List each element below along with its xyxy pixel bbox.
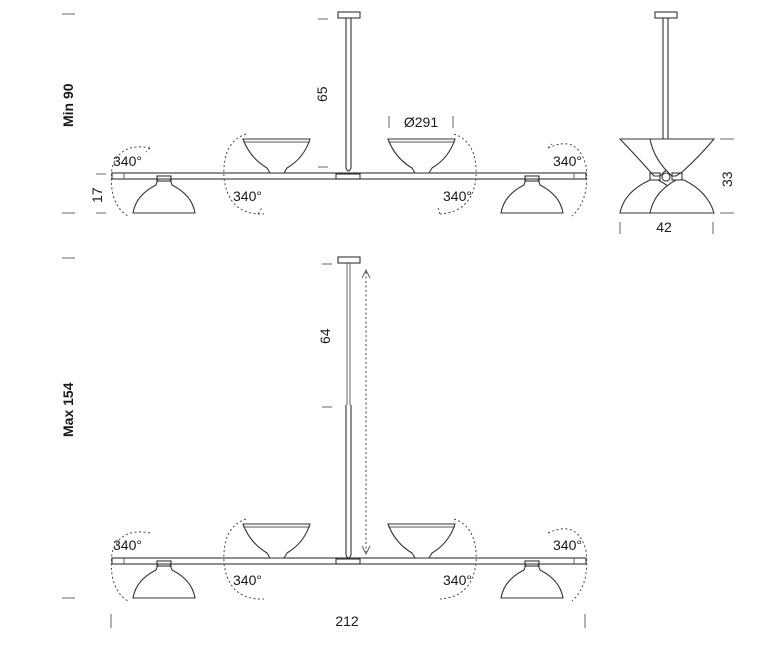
max-height-label: Max 154 — [60, 382, 76, 437]
rotation-label: 340° — [553, 537, 582, 553]
rotation-label: 340° — [233, 572, 262, 588]
rotation-arc-icon — [223, 518, 259, 600]
side-view: 33 42 — [618, 11, 735, 235]
rotation-arc-icon — [110, 146, 151, 217]
stem-max-dimension: 64 — [317, 328, 333, 344]
arm-height-dimension: 17 — [89, 187, 105, 203]
stem-min-dimension: 65 — [314, 86, 330, 102]
rotation-arc-icon — [223, 133, 259, 215]
rotation-arc-icon — [439, 518, 477, 600]
rotation-label: 340° — [113, 153, 142, 169]
side-width-dimension: 42 — [656, 219, 672, 235]
rotation-label: 340° — [443, 188, 472, 204]
total-width-dimension: 212 — [335, 613, 359, 629]
rotation-arc-icon — [547, 528, 588, 602]
rotation-label: 340° — [233, 188, 262, 204]
min-height-label: Min 90 — [60, 83, 76, 127]
left-dimension-ticks — [62, 13, 75, 599]
shade-diameter-dimension: Ø291 — [404, 114, 438, 130]
rotation-arc-icon — [547, 143, 588, 217]
rotation-arc-icon — [110, 531, 151, 602]
rotation-arc-icon — [439, 133, 477, 215]
front-view-min: 65 Ø291 17 340° 340° 34 — [89, 11, 588, 217]
side-height-dimension: 33 — [719, 171, 735, 187]
rotation-label: 340° — [113, 537, 142, 553]
rotation-label: 340° — [443, 572, 472, 588]
front-view-max: 64 340° 340° 340° 340° 212 — [110, 256, 588, 629]
rotation-label: 340° — [553, 153, 582, 169]
